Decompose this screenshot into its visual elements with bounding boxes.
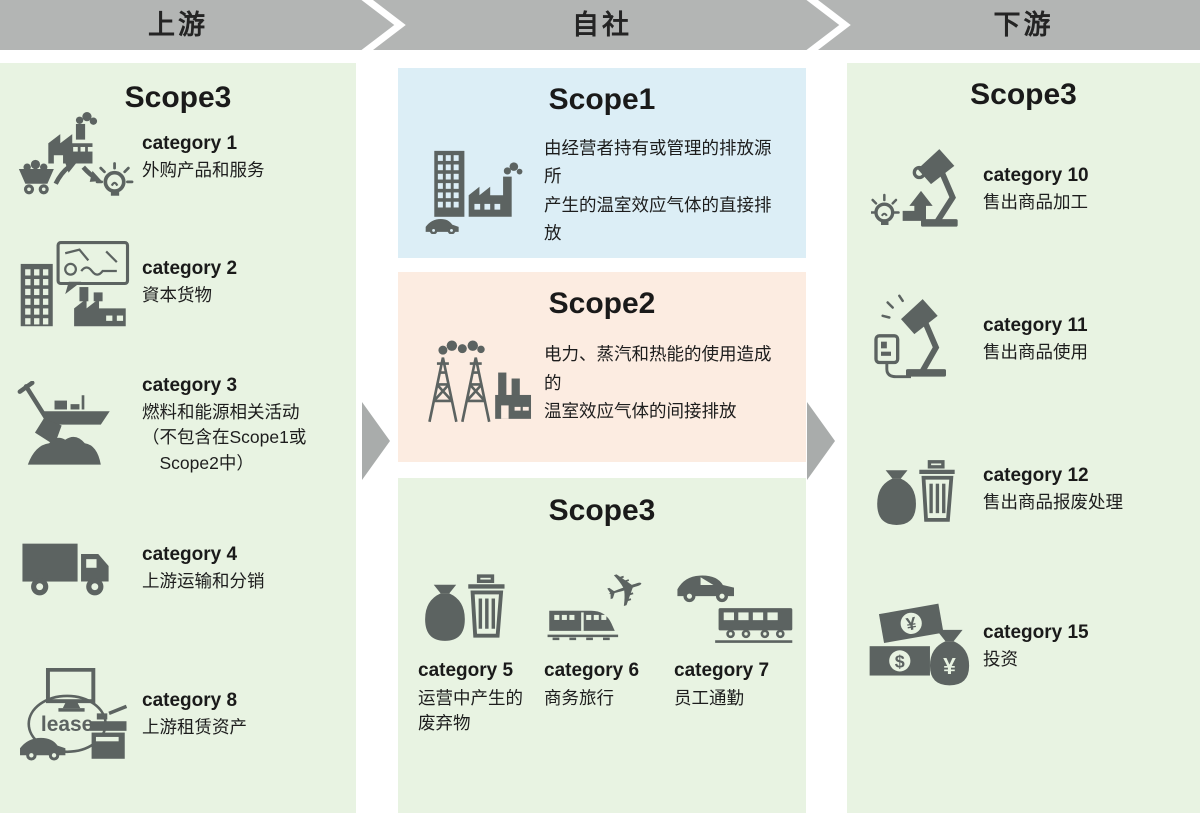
category-1-item: category 1 外购产品和服务: [8, 108, 352, 208]
scope2-box: Scope2: [398, 272, 806, 462]
category-label: category 11: [983, 314, 1088, 336]
upstream-panel: Scope3: [0, 63, 356, 813]
desk-lamp-arrow-bulb-icon: [859, 144, 983, 236]
header-step-upstream: 上游: [148, 10, 208, 40]
category-label: category 8: [142, 690, 238, 712]
power-towers-factory-icon: [420, 338, 536, 428]
process-header: 上游 自社 下游: [0, 0, 1200, 50]
lease-assets-icon: lease: [8, 667, 142, 764]
category-label: category 12: [983, 464, 1089, 486]
category-desc: 运营中产生的 废弃物: [418, 688, 523, 733]
waste-bag-trash-bin-icon: [418, 550, 540, 646]
downstream-scope3-title: Scope3: [970, 78, 1077, 111]
category-desc: 员工通勤: [674, 688, 744, 708]
category-2-item: category 2 資本货物: [8, 233, 352, 333]
company-scope3-box: Scope3 category 5 运营中产生的 废弃物: [398, 478, 806, 813]
category-desc: 售出商品加工: [983, 191, 1088, 212]
header-step-company: 自社: [572, 10, 632, 40]
scope2-row: 电力、蒸汽和热能的使用造成的 温室效应气体的间接排放: [420, 338, 788, 428]
svg-text:¥: ¥: [943, 653, 956, 679]
downstream-panel: Scope3: [847, 63, 1200, 813]
desk-lamp-plug-icon: [859, 294, 983, 386]
chevron-separator-icon: [361, 0, 851, 50]
category-10-item: category 10 售出商品加工: [859, 135, 1193, 245]
category-4-item: category 4 上游运输和分销: [8, 524, 352, 614]
category-6-item: ✈ category 6 商务旅行: [544, 550, 670, 711]
category-5-item: category 5 运营中产生的 废弃物: [418, 550, 540, 736]
category-label: category 15: [983, 621, 1089, 643]
money-investment-icon: ¥ $ ¥: [859, 602, 983, 692]
category-12-item: category 12 售出商品报废处理: [859, 440, 1193, 540]
category-label: category 2: [142, 257, 238, 279]
scope2-desc: 电力、蒸汽和热能的使用造成的 温室效应气体的间接排放: [544, 344, 772, 422]
category-label: category 5: [418, 660, 514, 681]
svg-text:lease: lease: [41, 712, 93, 735]
category-11-item: category 11 售出商品使用: [859, 285, 1193, 395]
category-label: category 7: [674, 660, 770, 681]
upstream-scope3-title: Scope3: [124, 81, 232, 114]
waste-bag-trash-bin-icon: [859, 450, 983, 530]
building-factory-speech-bubble-icon: [8, 239, 142, 328]
ship-shovel-coal-icon: [8, 381, 142, 470]
category-desc: 外购产品和服务: [142, 159, 265, 180]
scope1-row: 由经营者持有或管理的排放源所 产生的温室效应气体的直接排放: [420, 134, 788, 247]
svg-text:$: $: [895, 651, 905, 671]
category-label: category 3: [142, 374, 238, 396]
category-label: category 4: [142, 543, 238, 565]
category-desc: 燃料和能源相关活动 （不包含在Scope1或 Scope2中）: [142, 401, 307, 473]
flow-arrow-icon: [807, 402, 835, 480]
header-step-downstream: 下游: [993, 10, 1054, 40]
category-3-item: category 3 燃料和能源相关活动 （不包含在Scope1或 Scope2…: [8, 363, 352, 488]
train-airplane-icon: ✈: [544, 550, 670, 646]
raw-materials-factory-bulb-icon: [8, 112, 142, 204]
truck-icon: [8, 535, 142, 604]
flow-arrow-icon: [362, 402, 390, 480]
category-7-item: category 7 员工通勤: [674, 550, 802, 711]
category-desc: 商务旅行: [544, 688, 614, 708]
scope1-desc: 由经营者持有或管理的排放源所 产生的温室效应气体的直接排放: [544, 138, 772, 244]
car-train-icon: [674, 550, 802, 646]
scope2-title: Scope2: [548, 287, 656, 320]
category-desc: 投资: [983, 648, 1018, 669]
category-desc: 上游运输和分销: [142, 570, 265, 591]
svg-text:✈: ✈: [598, 562, 652, 622]
svg-text:¥: ¥: [905, 613, 918, 634]
category-desc: 售出商品报废处理: [983, 491, 1123, 512]
scope1-title: Scope1: [548, 83, 656, 116]
category-desc: 資本货物: [142, 284, 212, 305]
company-scope3-title: Scope3: [548, 494, 656, 527]
building-factory-car-icon: [420, 148, 536, 234]
category-desc: 上游租赁资产: [142, 717, 247, 738]
category-8-item: lease category 8 上游租赁资产: [8, 658, 352, 773]
category-label: category 10: [983, 164, 1089, 186]
scope1-box: Scope1: [398, 68, 806, 258]
category-label: category 1: [142, 132, 238, 154]
category-desc: 售出商品使用: [983, 341, 1088, 362]
category-label: category 6: [544, 660, 640, 681]
category-15-item: ¥ $ ¥ category 15 投资: [859, 592, 1193, 702]
